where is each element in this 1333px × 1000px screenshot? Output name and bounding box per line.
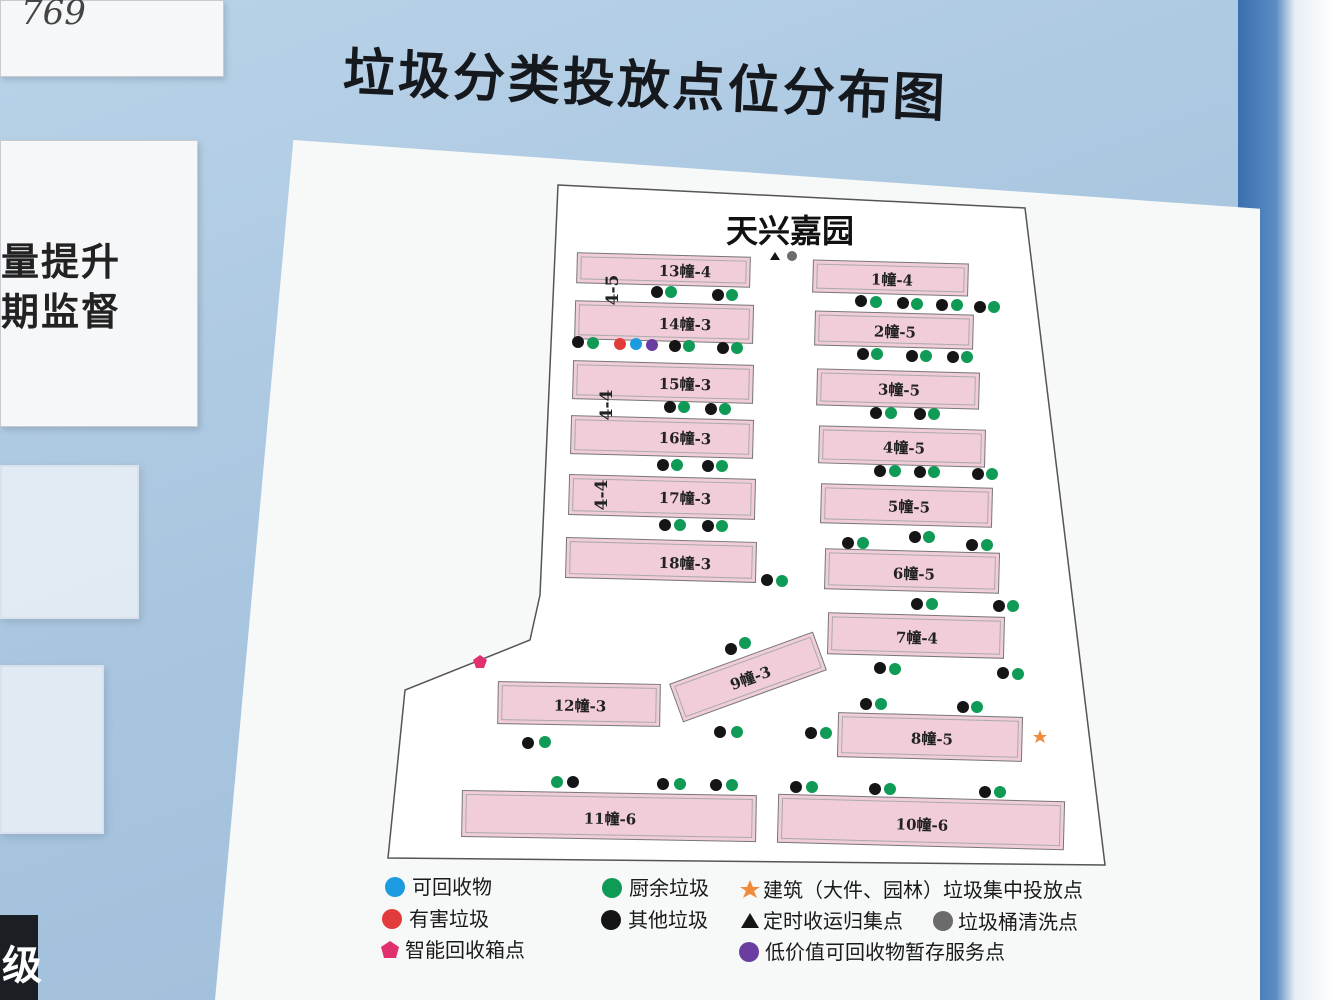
legend-triangle-label: 定时收运归集点 (763, 909, 903, 933)
building-2: 2幢-5 (814, 310, 974, 350)
svg-text:11幢-6: 11幢-6 (584, 810, 637, 829)
side-label-4-4b: 4-4 (592, 479, 612, 510)
building-18: 18幢-3 (564, 536, 758, 583)
legend-wash-label: 垃圾桶清洗点 (958, 910, 1078, 934)
legend-triangle (741, 913, 759, 928)
top-note-card: 769 (0, 0, 224, 77)
svg-text:12幢-3: 12幢-3 (554, 697, 607, 716)
legend: 可回收物 有害垃圾 智能回收箱点 厨余垃圾 其他垃圾 建筑（大件、园林）垃圾集中… (381, 875, 1083, 964)
legend-smart-pentagon (381, 941, 399, 958)
bin-dots (522, 286, 1024, 798)
svg-text:16幢-3: 16幢-3 (658, 429, 711, 448)
svg-text:4幢-5: 4幢-5 (883, 439, 926, 458)
legend-smart: 智能回收箱点 (405, 938, 525, 962)
building-15: 15幢-3 (572, 360, 755, 404)
building-12: 12幢-3 (497, 681, 661, 727)
svg-text:14幢-3: 14幢-3 (659, 315, 712, 334)
side-label-4-4a: 4-4 (597, 389, 617, 420)
building-9: 9幢-3 (669, 631, 827, 723)
svg-text:17幢-3: 17幢-3 (658, 489, 711, 508)
side-notice-card: 量提升 期监督 (0, 140, 198, 427)
legend-hazardous: 有害垃圾 (409, 907, 489, 931)
building-11: 11幢-6 (461, 789, 757, 843)
legend-star (740, 880, 760, 898)
building-8: 8幢-5 (836, 712, 1024, 762)
building-14: 14幢-3 (574, 300, 755, 344)
legend-other: 其他垃圾 (628, 908, 708, 932)
collection-triangle (770, 252, 780, 260)
building-4: 4幢-5 (818, 425, 986, 468)
legend-kitchen: 厨余垃圾 (629, 876, 709, 900)
svg-text:6幢-5: 6幢-5 (893, 565, 936, 584)
side-notice-line2: 期监督 (1, 290, 122, 334)
svg-text:10幢-6: 10幢-6 (895, 815, 948, 834)
handwritten-number: 769 (21, 0, 86, 33)
wash-dot (787, 251, 797, 261)
side-label-4-5: 4-5 (603, 275, 623, 306)
building-17: 17幢-3 (568, 474, 757, 520)
building-1: 1幢-4 (812, 259, 969, 297)
legend-wash-dot (933, 911, 953, 931)
svg-text:8幢-5: 8幢-5 (911, 730, 954, 749)
legend-hazardous-dot (382, 909, 402, 929)
smart-recycle-marker (473, 655, 487, 668)
building-5: 5幢-5 (820, 483, 994, 528)
svg-text:15幢-3: 15幢-3 (658, 375, 711, 394)
building-10: 10幢-6 (776, 793, 1066, 851)
building-3: 3幢-5 (816, 368, 980, 410)
building-7: 7幢-4 (826, 612, 1006, 659)
plastic-sleeve (0, 465, 139, 619)
building-16: 16幢-3 (570, 415, 755, 459)
construction-star-marker (1033, 730, 1047, 743)
legend-lowvalue-label: 低价值可回收物暂存服务点 (765, 940, 1005, 964)
side-notice-line1: 量提升 (1, 240, 122, 284)
plastic-sleeve (0, 665, 104, 834)
legend-other-dot (601, 910, 621, 930)
svg-text:5幢-5: 5幢-5 (888, 498, 931, 517)
legend-recyclable-dot (385, 877, 405, 897)
svg-text:18幢-3: 18幢-3 (658, 554, 711, 573)
svg-text:13幢-4: 13幢-4 (658, 262, 711, 281)
legend-kitchen-dot (602, 878, 622, 898)
dark-tab: 级 (0, 915, 42, 1000)
svg-text:1幢-4: 1幢-4 (871, 271, 914, 290)
building-6: 6幢-5 (824, 548, 1001, 594)
svg-text:3幢-5: 3幢-5 (878, 381, 921, 400)
legend-lowvalue-dot (739, 942, 759, 962)
dark-tab-text: 级 (2, 943, 42, 989)
community-name: 天兴嘉园 (726, 212, 854, 250)
svg-text:2幢-5: 2幢-5 (874, 323, 917, 342)
svg-text:7幢-4: 7幢-4 (896, 629, 939, 648)
legend-star-label: 建筑（大件、园林）垃圾集中投放点 (763, 878, 1083, 902)
building-13: 13幢-4 (576, 252, 751, 288)
legend-recyclable: 可回收物 (412, 875, 492, 899)
